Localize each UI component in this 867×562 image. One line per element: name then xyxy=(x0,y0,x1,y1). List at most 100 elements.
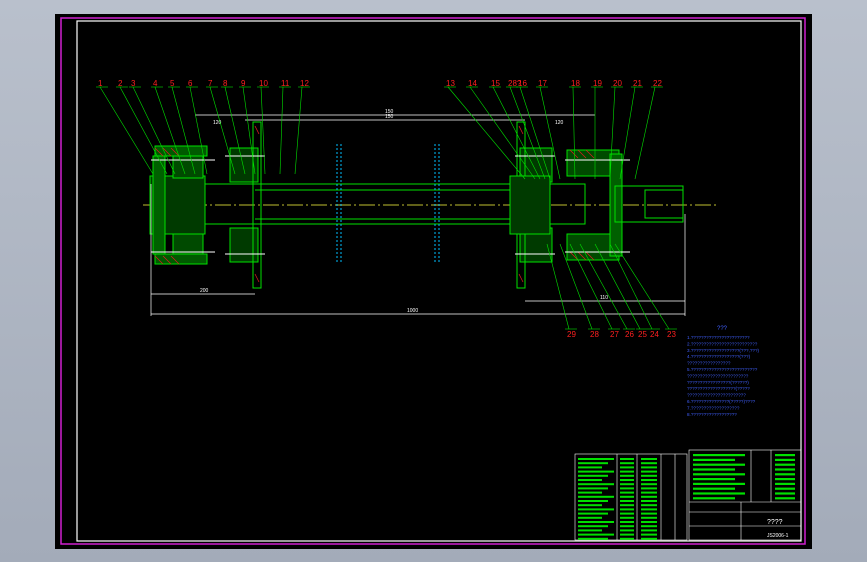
title-block-row xyxy=(693,468,735,471)
note-line: ????????????????? xyxy=(687,361,731,366)
note-line: 4.???????????????????(???) xyxy=(687,354,751,359)
parts-row-material xyxy=(620,504,634,507)
drive-shaft-end xyxy=(614,185,684,223)
part-balloon-number: 26 xyxy=(625,330,634,339)
part-balloon-number: 2 xyxy=(118,79,123,88)
part-balloon-number: 27 xyxy=(610,330,619,339)
left-bearing-upper xyxy=(172,153,204,179)
leader-line xyxy=(509,86,546,180)
title-block-row xyxy=(775,463,795,466)
dim-top-right: 120 xyxy=(555,120,564,126)
leader-line xyxy=(609,243,653,330)
notes-lines: 1.???????????????????????2.?????????????… xyxy=(687,335,760,417)
section-hatching xyxy=(154,125,595,283)
leader-line xyxy=(619,86,636,180)
leader-line xyxy=(579,243,628,330)
title-block-row xyxy=(693,492,745,495)
drive-shaft-step xyxy=(644,189,684,219)
part-balloon-number: 3 xyxy=(131,79,136,88)
title-block-row xyxy=(693,473,745,476)
note-line: 1.??????????????????????? xyxy=(687,335,750,340)
parts-row-material xyxy=(620,508,634,511)
parts-row-qty xyxy=(641,508,657,511)
leader-line xyxy=(294,86,303,175)
parts-row-qty xyxy=(641,525,657,528)
title-block-row xyxy=(775,497,795,500)
title-block-row xyxy=(775,478,795,481)
note-line: 7.??????????????????? xyxy=(687,405,740,410)
left-housing-upper xyxy=(154,145,208,157)
title-block-title: ???? xyxy=(767,519,783,526)
parts-row-material xyxy=(620,474,634,477)
drawing-border xyxy=(76,20,802,542)
parts-row-qty xyxy=(641,500,657,502)
parts-row-name xyxy=(578,466,602,469)
left-housing-lower xyxy=(154,253,208,265)
part-balloon-number: 12 xyxy=(300,79,309,88)
parts-row-name xyxy=(578,458,614,460)
note-line: 8.?????????????????? xyxy=(687,412,737,417)
part-balloon-number: 4 xyxy=(153,79,158,88)
part-balloon-number: 1 xyxy=(98,79,103,88)
parts-row-name xyxy=(578,483,614,486)
parts-row-qty xyxy=(641,537,657,540)
technical-notes: ??? 1.???????????????????????2.?????????… xyxy=(687,326,760,417)
title-block-row xyxy=(775,454,795,457)
part-balloon-number: 11 xyxy=(281,79,290,88)
parts-row-material xyxy=(620,470,634,473)
parts-row-name xyxy=(578,521,614,523)
dim-top-long: 150 xyxy=(385,109,394,115)
parts-row-material xyxy=(620,487,634,490)
leader-line xyxy=(209,86,236,175)
title-block-row xyxy=(775,473,795,476)
leader-line xyxy=(614,243,670,330)
part-balloon-number: 13 xyxy=(446,79,455,88)
parts-row-qty xyxy=(641,483,657,486)
parts-row-name xyxy=(578,504,602,507)
leader-line xyxy=(546,243,570,330)
part-balloon-number: 5 xyxy=(170,79,175,88)
part-balloon-number: 10 xyxy=(259,79,268,88)
title-block xyxy=(688,449,802,541)
parts-row-qty xyxy=(641,521,657,523)
parts-row-material xyxy=(620,516,634,519)
leader-line xyxy=(132,86,176,175)
title-block-row xyxy=(693,482,745,485)
parts-row-qty xyxy=(641,512,657,515)
parts-row-material xyxy=(620,533,634,536)
parts-row-name xyxy=(578,487,608,490)
note-line: ??????????????????????? xyxy=(687,393,746,398)
part-balloon-number: 22 xyxy=(653,79,662,88)
title-block-row xyxy=(775,487,795,490)
sheet-frame xyxy=(60,17,806,545)
leader-line xyxy=(519,86,551,180)
leader-line xyxy=(99,86,154,175)
part-balloon-number: 17 xyxy=(538,79,547,88)
leader-line xyxy=(539,86,561,180)
part-balloon-number: 14 xyxy=(468,79,477,88)
leader-line xyxy=(559,243,593,330)
leader-line xyxy=(447,86,526,180)
parts-row-name xyxy=(578,516,602,519)
right-hub xyxy=(509,175,551,235)
parts-row-name xyxy=(578,533,614,536)
dimension-texts: 150 150 120 120 200 110 1000 xyxy=(200,109,608,314)
title-block-row xyxy=(693,497,735,500)
parts-row-material xyxy=(620,458,634,460)
parts-row-qty xyxy=(641,487,657,490)
parts-row-name xyxy=(578,512,608,515)
parts-row-name xyxy=(578,470,614,473)
parts-row-material xyxy=(620,521,634,523)
part-balloon-number: 7 xyxy=(208,79,213,88)
note-line: 6.???????????????(?????)???? xyxy=(687,399,756,404)
leader-line xyxy=(260,86,266,175)
title-block-row xyxy=(693,487,735,490)
dim-overall: 1000 xyxy=(407,308,418,314)
title-block-row xyxy=(775,492,795,495)
parts-row-qty xyxy=(641,462,657,465)
title-block-row xyxy=(693,463,745,466)
